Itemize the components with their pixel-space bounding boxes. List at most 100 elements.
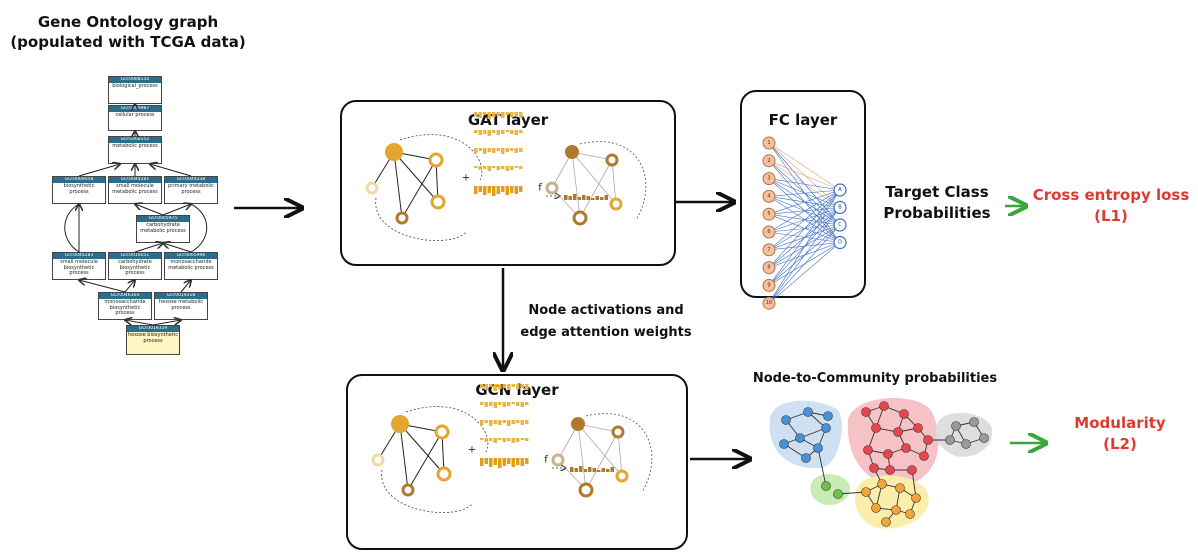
community-edge	[865, 405, 885, 413]
community-edge	[865, 491, 877, 509]
community-node	[781, 415, 791, 425]
community-edge	[885, 509, 897, 523]
go-term-id: GO:0005975	[137, 216, 189, 222]
community-node	[823, 411, 833, 421]
fc-input-neuron	[762, 296, 776, 310]
gat-layer-title: GAT layer	[467, 111, 549, 129]
community-edge	[783, 437, 801, 445]
community-graph	[769, 398, 993, 529]
modularity-line2: (L2)	[1103, 435, 1137, 453]
community-node	[913, 423, 923, 433]
go-term-label: carbohydrate metabolic process	[140, 222, 186, 234]
fc-layer-title: FC layer	[768, 111, 838, 129]
community-edge	[883, 405, 905, 415]
community-node	[869, 463, 879, 473]
go-term-id: GO:0044238	[165, 177, 217, 183]
go-edge	[190, 203, 208, 253]
go-term-id: GO:0009058	[53, 177, 105, 183]
community-edge	[897, 427, 919, 433]
go-term-id: GO:0005996	[165, 253, 217, 259]
community-edge	[785, 419, 801, 439]
go-term-label: monosaccharide biosynthetic process	[104, 299, 146, 316]
go-edge	[64, 203, 80, 253]
community-edge	[973, 421, 985, 439]
community-node	[879, 401, 889, 411]
community-region-blue	[769, 400, 842, 469]
go-edge	[163, 243, 192, 253]
community-edge	[865, 411, 877, 429]
go-term-id: GO:0016051	[109, 253, 161, 259]
community-edge	[909, 497, 917, 515]
go-term-label: biological_process	[112, 83, 158, 89]
community-region-yellow	[854, 475, 929, 529]
community-edge	[917, 427, 929, 441]
go-term-label: small molecule metabolic process	[112, 183, 158, 195]
go-term-label: hexose biosynthetic process	[128, 332, 178, 344]
community-node	[961, 439, 971, 449]
community-edge	[955, 421, 975, 427]
community-edge	[965, 437, 985, 445]
community-node	[779, 439, 789, 449]
community-edge	[867, 427, 877, 451]
community-edge	[875, 507, 897, 511]
community-probabilities-label: Node-to-Community probabilities	[752, 371, 998, 386]
gcn-layer-panel: GCN layer	[346, 374, 688, 550]
community-edge	[949, 439, 967, 445]
community-node	[969, 417, 979, 427]
community-node	[881, 517, 891, 527]
community-edge	[785, 411, 809, 421]
go-term-id: GO:0008150	[109, 77, 161, 83]
community-region-red	[847, 398, 939, 486]
community-edge	[873, 467, 883, 485]
go-term-id: GO:0044283	[53, 253, 105, 259]
go-edge	[150, 164, 192, 177]
gcn-layer-title: GCN layer	[475, 381, 559, 399]
community-node	[813, 443, 823, 453]
gat-layer-panel: GAT layer	[340, 100, 676, 266]
community-edge	[817, 447, 827, 487]
community-edge	[875, 483, 883, 509]
community-node	[821, 481, 831, 491]
community-node	[911, 493, 921, 503]
go-term-label: hexose metabolic process	[158, 299, 204, 311]
community-edge	[875, 427, 899, 433]
go-term-id: GO:0019318	[155, 293, 207, 299]
go-graph-title: Gene Ontology graph (populated with TCGA…	[0, 12, 256, 52]
go-term-id: GO:0046364	[99, 293, 151, 299]
go-term-id: GO:0008152	[109, 137, 161, 143]
community-edge	[807, 411, 827, 429]
community-node	[871, 503, 881, 513]
go-edge	[124, 280, 135, 293]
target-class-line1: Target Class	[885, 183, 989, 201]
go-graph-title-line2: (populated with TCGA data)	[10, 33, 246, 51]
modularity-label: Modularity (L2)	[1052, 413, 1188, 455]
target-class-line2: Probabilities	[883, 204, 991, 222]
node-activations-line2: edge attention weights	[520, 325, 692, 340]
community-edge	[911, 469, 917, 499]
go-term-id: GO:0019319	[127, 326, 179, 332]
community-node	[861, 487, 871, 497]
go-term-label: carbohydrate biosynthetic process	[118, 259, 152, 276]
community-node	[801, 453, 811, 463]
community-edge	[867, 449, 875, 469]
community-edge	[903, 413, 919, 429]
community-node	[877, 479, 887, 489]
community-node	[891, 505, 901, 515]
community-node	[945, 435, 955, 445]
community-edge	[837, 491, 867, 495]
community-node	[907, 465, 917, 475]
cross-entropy-loss-label: Cross entropy loss (L1)	[1026, 185, 1196, 227]
cross-entropy-line2: (L1)	[1094, 207, 1128, 225]
node-activations-label: Node activations and edge attention weig…	[516, 300, 696, 344]
